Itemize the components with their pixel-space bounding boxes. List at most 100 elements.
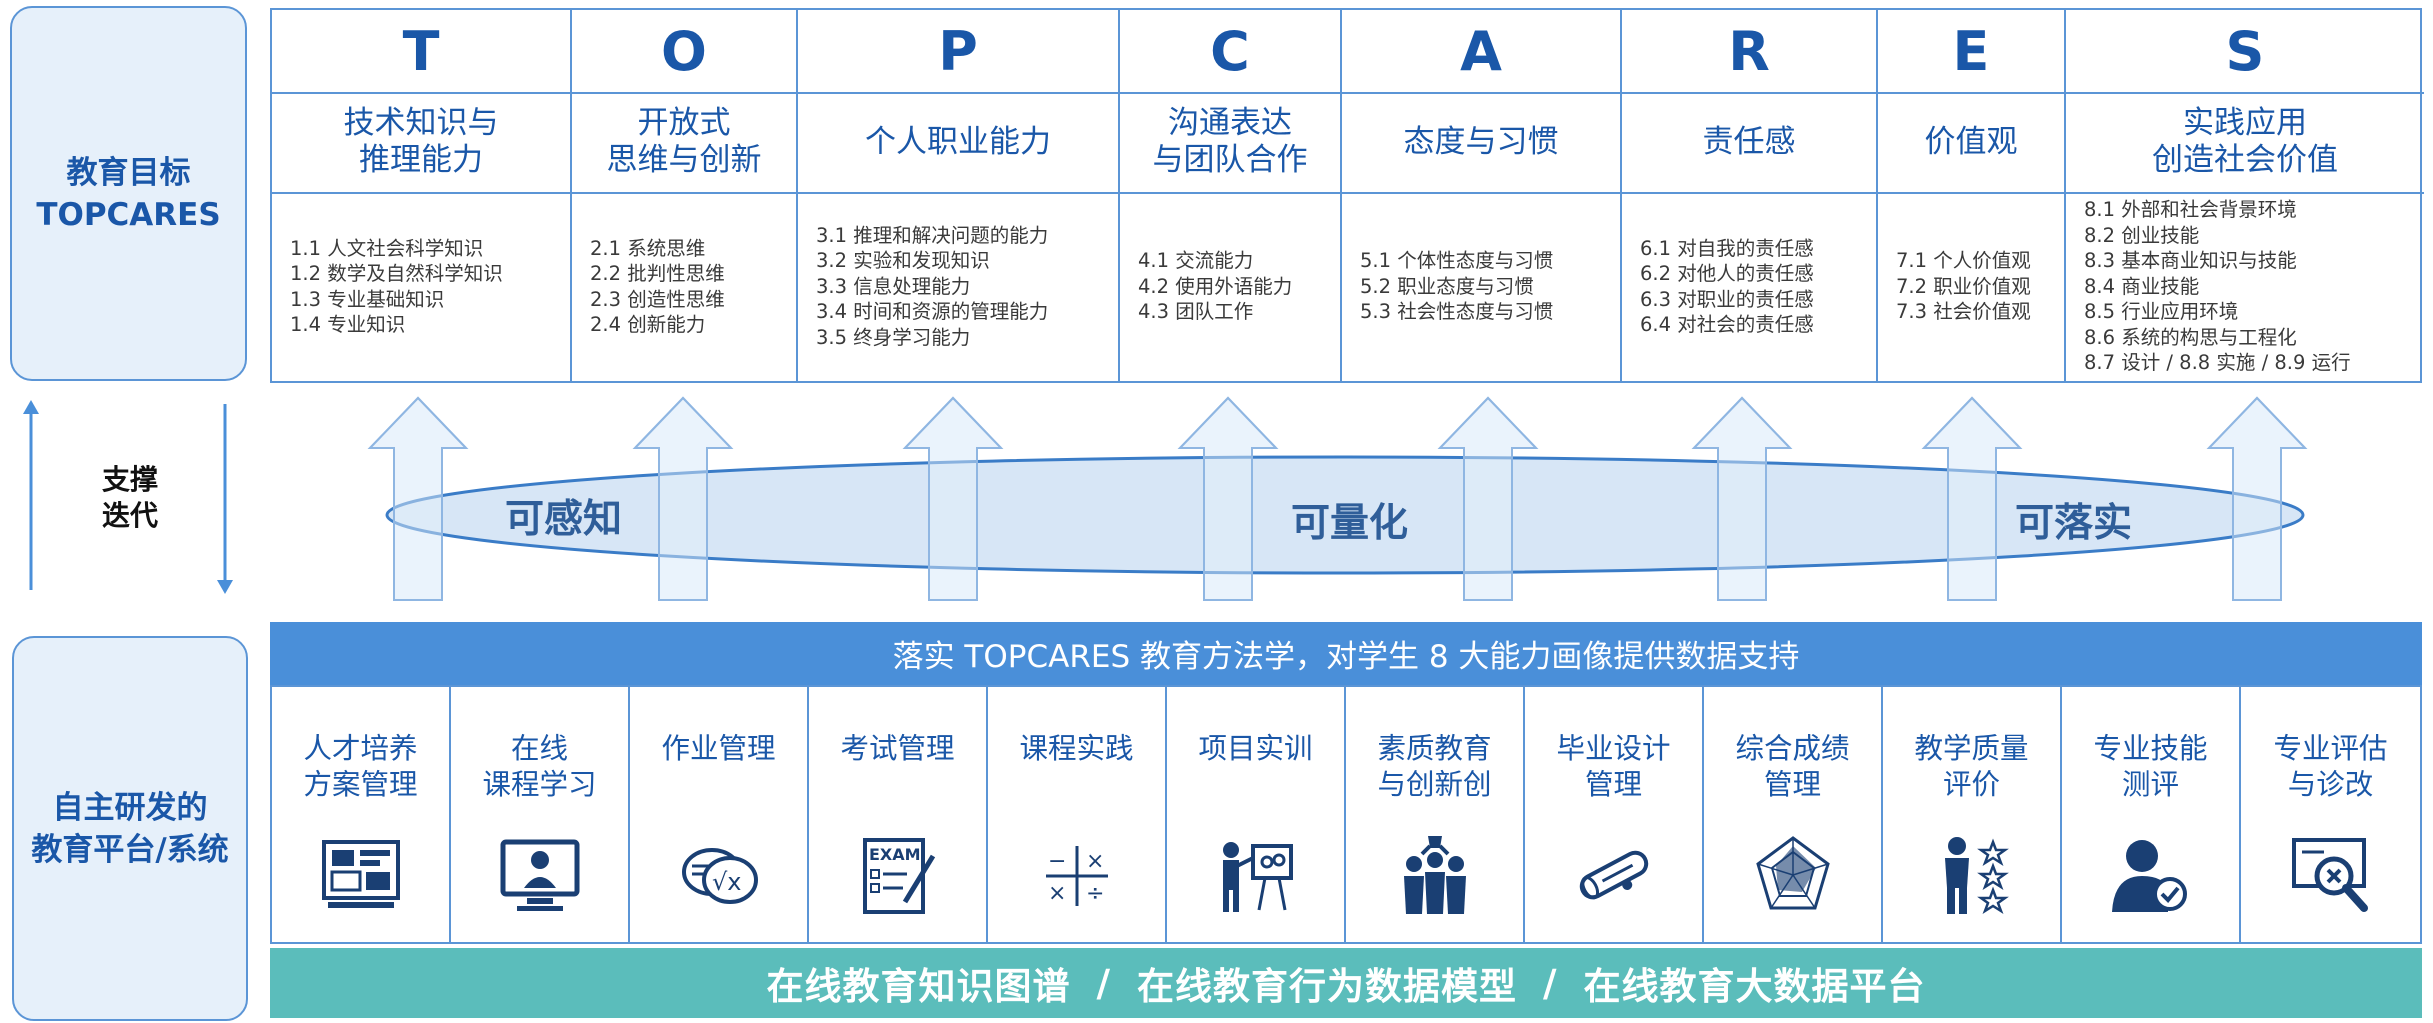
goal-item: 1.4 专业知识 (290, 313, 406, 336)
goal-item: 3.1 推理和解决问题的能力 (816, 223, 1049, 247)
goal-title: 实践应用 创造社会价值 (2066, 92, 2424, 194)
goal-title: 态度与习惯 (1342, 92, 1620, 194)
data-platform-footer: 在线教育知识图谱 / 在线教育行为数据模型 / 在线教育大数据平台 (270, 948, 2422, 1018)
support-label-line1: 支撑 (101, 463, 158, 496)
goal-item: 8.2 创业技能 (2084, 223, 2200, 247)
up-arrow-outline (1177, 396, 1279, 601)
system-cell: 教学质量 评价 (1883, 687, 2062, 942)
goal-item: 4.1 交流能力 (1138, 249, 1254, 273)
up-arrow-outline (1921, 396, 2023, 601)
goal-item: 8.5 行业应用环境 (2084, 300, 2239, 324)
footer-separator: / (1543, 961, 1558, 1005)
exam-paper-icon: EXAM (855, 832, 941, 918)
goal-item: 2.4 创新能力 (590, 313, 706, 336)
online-monitor-icon (497, 832, 583, 918)
goal-item: 2.3 创造性思维 (590, 287, 725, 311)
goal-item: 3.4 时间和资源的管理能力 (816, 300, 1049, 324)
goal-item: 7.1 个人价值观 (1896, 249, 2031, 273)
platform-side-label: 自主研发的 教育平台/系统 (14, 638, 246, 1019)
goal-letter: R (1622, 10, 1876, 94)
math-symbols-icon: −××÷ (1034, 832, 1120, 918)
goal-title: 技术知识与 推理能力 (272, 92, 570, 194)
system-cell: 作业管理 √x (630, 687, 809, 942)
presenter-board-icon (1213, 832, 1299, 918)
system-cell: 项目实训 (1167, 687, 1346, 942)
goal-item: 7.2 职业价值观 (1896, 274, 2031, 298)
goal-item: 5.2 职业态度与习惯 (1360, 274, 1534, 298)
up-arrow-icon (23, 400, 39, 590)
goal-title: 责任感 (1622, 92, 1876, 194)
system-title: 项目实训 (1198, 732, 1313, 765)
system-title: 专业技能 测评 (2093, 732, 2208, 801)
goal-letter: O (572, 10, 796, 94)
goal-title: 价值观 (1878, 92, 2064, 194)
footer-big-data-platform: 在线教育大数据平台 (1583, 965, 1926, 1008)
goal-item: 8.3 基本商业知识与技能 (2084, 249, 2297, 273)
goal-item: 1.1 人文社会科学知识 (290, 236, 484, 260)
magnify-diagnose-icon (2288, 832, 2374, 918)
support-label-line2: 迭代 (101, 499, 158, 532)
svg-text:÷: ÷ (1086, 881, 1104, 906)
goals-side-box: 教育目标 TOPCARES (10, 6, 247, 381)
radar-chart-icon (1750, 832, 1836, 918)
goal-item: 3.5 终身学习能力 (816, 325, 971, 349)
system-title: 综合成绩 管理 (1735, 732, 1850, 801)
person-stars-icon (1929, 832, 2015, 918)
up-arrow-outline (902, 396, 1004, 601)
goal-letter: A (1342, 10, 1620, 94)
goal-item: 7.3 社会价值观 (1896, 300, 2031, 324)
svg-text:EXAM: EXAM (869, 845, 921, 864)
system-cell: 在线 课程学习 (451, 687, 630, 942)
support-iterate-label: 支撑 迭代 (90, 462, 170, 534)
system-cell: 人才培养 方案管理 (272, 687, 451, 942)
up-arrow-outline (2206, 396, 2308, 601)
system-title: 毕业设计 管理 (1556, 732, 1671, 801)
system-cell: 综合成绩 管理 (1704, 687, 1883, 942)
goal-item: 3.2 实验和发现知识 (816, 249, 990, 273)
ellipse-label-quantifiable: 可量化 (1291, 501, 1409, 546)
down-arrow-icon (217, 404, 233, 594)
system-title: 专业评估 与诊改 (2273, 732, 2388, 801)
plan-board-icon (318, 832, 404, 918)
up-arrow-outline (1691, 396, 1793, 601)
footer-behavior-model: 在线教育行为数据模型 (1137, 965, 1517, 1008)
system-title: 课程实践 (1019, 732, 1134, 765)
goal-title: 沟通表达 与团队合作 (1120, 92, 1340, 194)
goals-side-label-line2: TOPCARES (36, 196, 221, 233)
platform-side-box: 自主研发的 教育平台/系统 (12, 636, 248, 1021)
system-cell: 专业技能 测评 (2062, 687, 2241, 942)
up-arrow-outline (1437, 396, 1539, 601)
platform-side-label-line1: 自主研发的 (52, 789, 208, 826)
homework-chat-icon: √x (676, 832, 762, 918)
methodology-banner: 落实 TOPCARES 教育方法学，对学生 8 大能力画像提供数据支持 (270, 622, 2422, 685)
goal-item: 2.2 批判性思维 (590, 262, 725, 285)
system-cell: 素质教育 与创新创 (1346, 687, 1525, 942)
goal-item: 2.1 系统思维 (590, 236, 706, 260)
goal-title: 开放式 思维与创新 (572, 92, 796, 194)
support-diagram (367, 396, 2308, 601)
ellipse-label-implementable: 可落实 (2015, 501, 2133, 546)
goal-item: 1.3 专业基础知识 (290, 287, 445, 311)
system-title: 教学质量 评价 (1914, 732, 2029, 801)
system-title: 人才培养 方案管理 (303, 732, 418, 801)
goal-item: 5.3 社会性态度与习惯 (1360, 300, 1554, 324)
goal-letter: S (2066, 10, 2424, 94)
team-trophy-icon (1392, 832, 1478, 918)
system-title: 作业管理 (661, 732, 776, 765)
svg-text:×: × (1086, 849, 1104, 874)
goal-item: 6.2 对他人的责任感 (1640, 262, 1814, 285)
svg-text:−: − (1048, 849, 1066, 874)
system-title: 素质教育 与创新创 (1377, 732, 1492, 801)
